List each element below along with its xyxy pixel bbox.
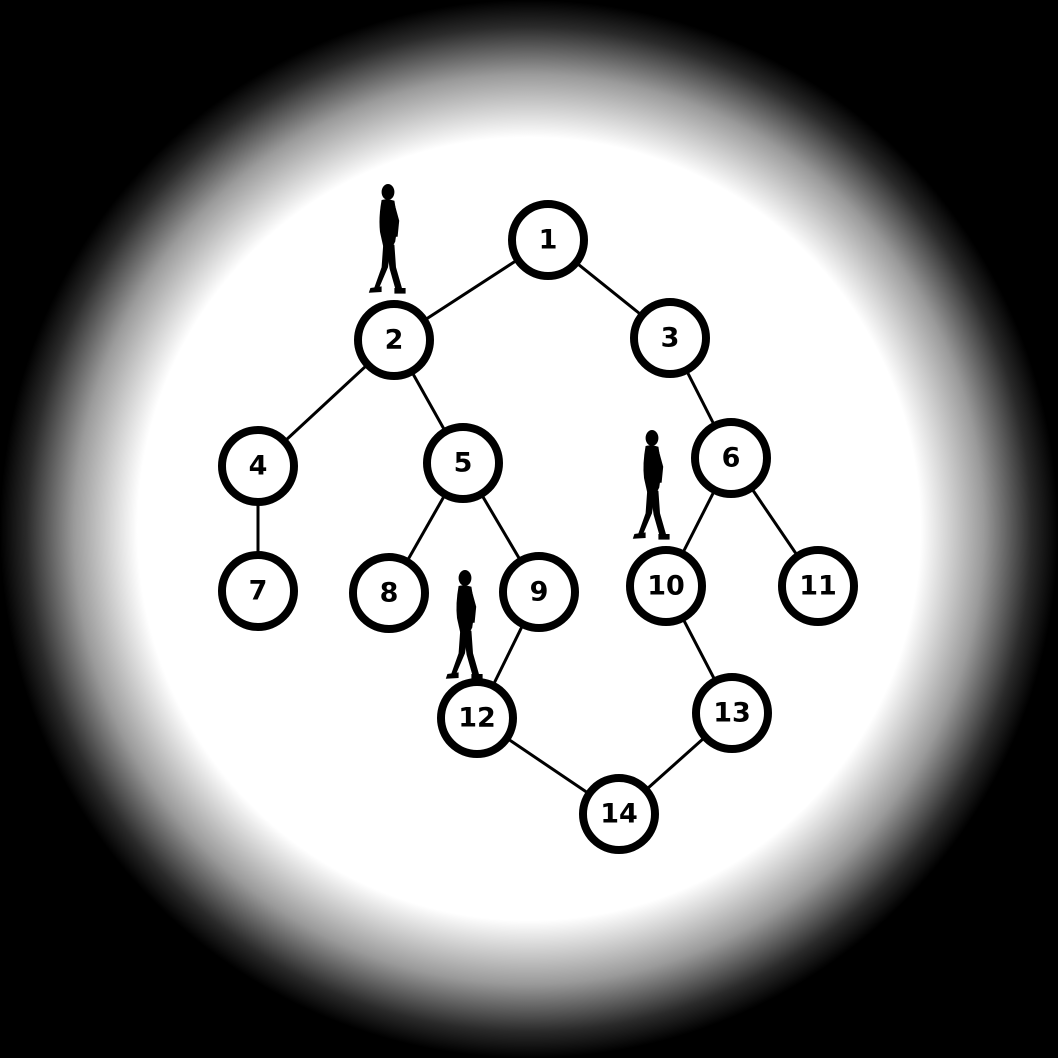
node-label: 1	[539, 225, 558, 256]
node-label: 4	[249, 451, 268, 482]
node-12: 12	[437, 678, 517, 758]
node-label: 9	[530, 577, 549, 608]
node-circle	[692, 673, 772, 753]
node-5: 5	[423, 423, 503, 503]
node-circle	[423, 423, 503, 503]
node-circle	[626, 546, 706, 626]
node-1: 1	[508, 200, 588, 280]
node-label: 8	[380, 578, 399, 609]
node-label: 12	[458, 703, 496, 734]
node-13: 13	[692, 673, 772, 753]
node-label: 10	[647, 571, 685, 602]
node-label: 2	[385, 325, 404, 356]
node-circle	[354, 300, 434, 380]
node-9: 9	[499, 552, 579, 632]
node-4: 4	[218, 426, 298, 506]
node-circle	[579, 774, 659, 854]
node-10: 10	[626, 546, 706, 626]
node-label: 14	[600, 799, 638, 830]
node-circle	[218, 551, 298, 631]
node-circle	[349, 553, 429, 633]
node-6: 6	[691, 418, 771, 498]
node-circle	[691, 418, 771, 498]
node-label: 5	[454, 448, 473, 479]
node-2: 2	[354, 300, 434, 380]
node-circle	[499, 552, 579, 632]
node-7: 7	[218, 551, 298, 631]
node-circle	[630, 298, 710, 378]
node-3: 3	[630, 298, 710, 378]
node-label: 7	[249, 576, 268, 607]
node-circle	[218, 426, 298, 506]
node-label: 11	[799, 571, 837, 602]
node-circle	[437, 678, 517, 758]
node-11: 11	[778, 546, 858, 626]
node-8: 8	[349, 553, 429, 633]
node-circle	[778, 546, 858, 626]
node-label: 3	[661, 323, 680, 354]
node-label: 13	[713, 698, 751, 729]
node-circle	[508, 200, 588, 280]
node-14: 14	[579, 774, 659, 854]
node-label: 6	[722, 443, 741, 474]
